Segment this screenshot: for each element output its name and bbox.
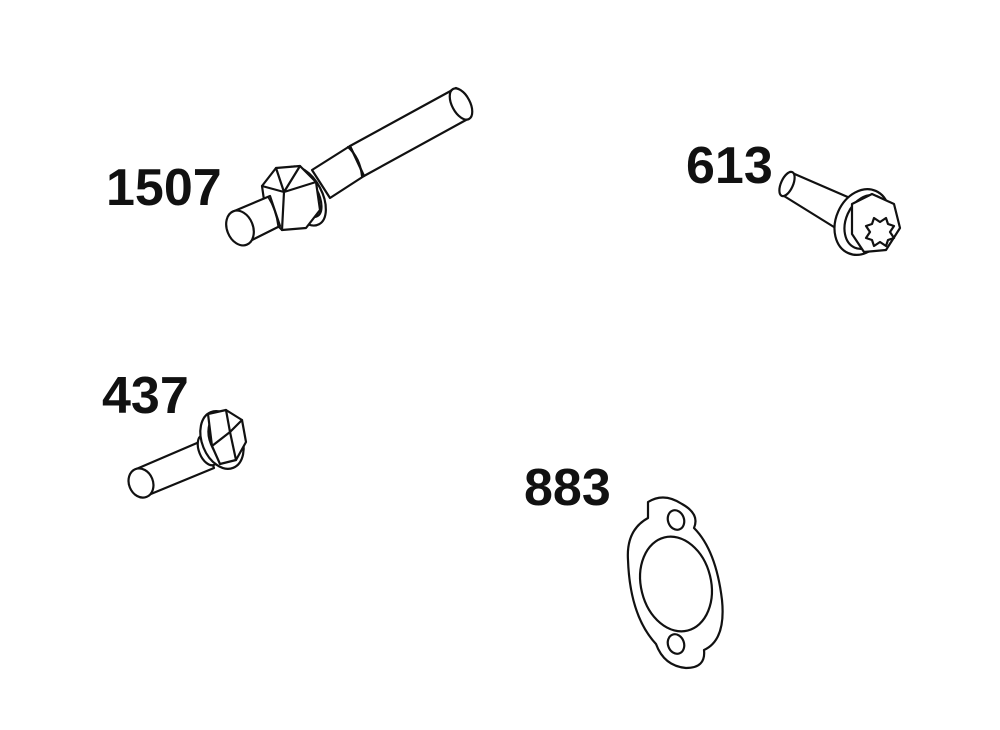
part-883-gasket [626, 496, 724, 670]
part-437-bolt [127, 408, 248, 499]
callout-613: 613 [686, 137, 773, 195]
callout-1507: 1507 [106, 159, 222, 217]
part-613-bolt [778, 170, 902, 256]
part-1507-stud [225, 86, 474, 247]
callout-883: 883 [524, 459, 611, 517]
callout-437: 437 [102, 367, 189, 425]
